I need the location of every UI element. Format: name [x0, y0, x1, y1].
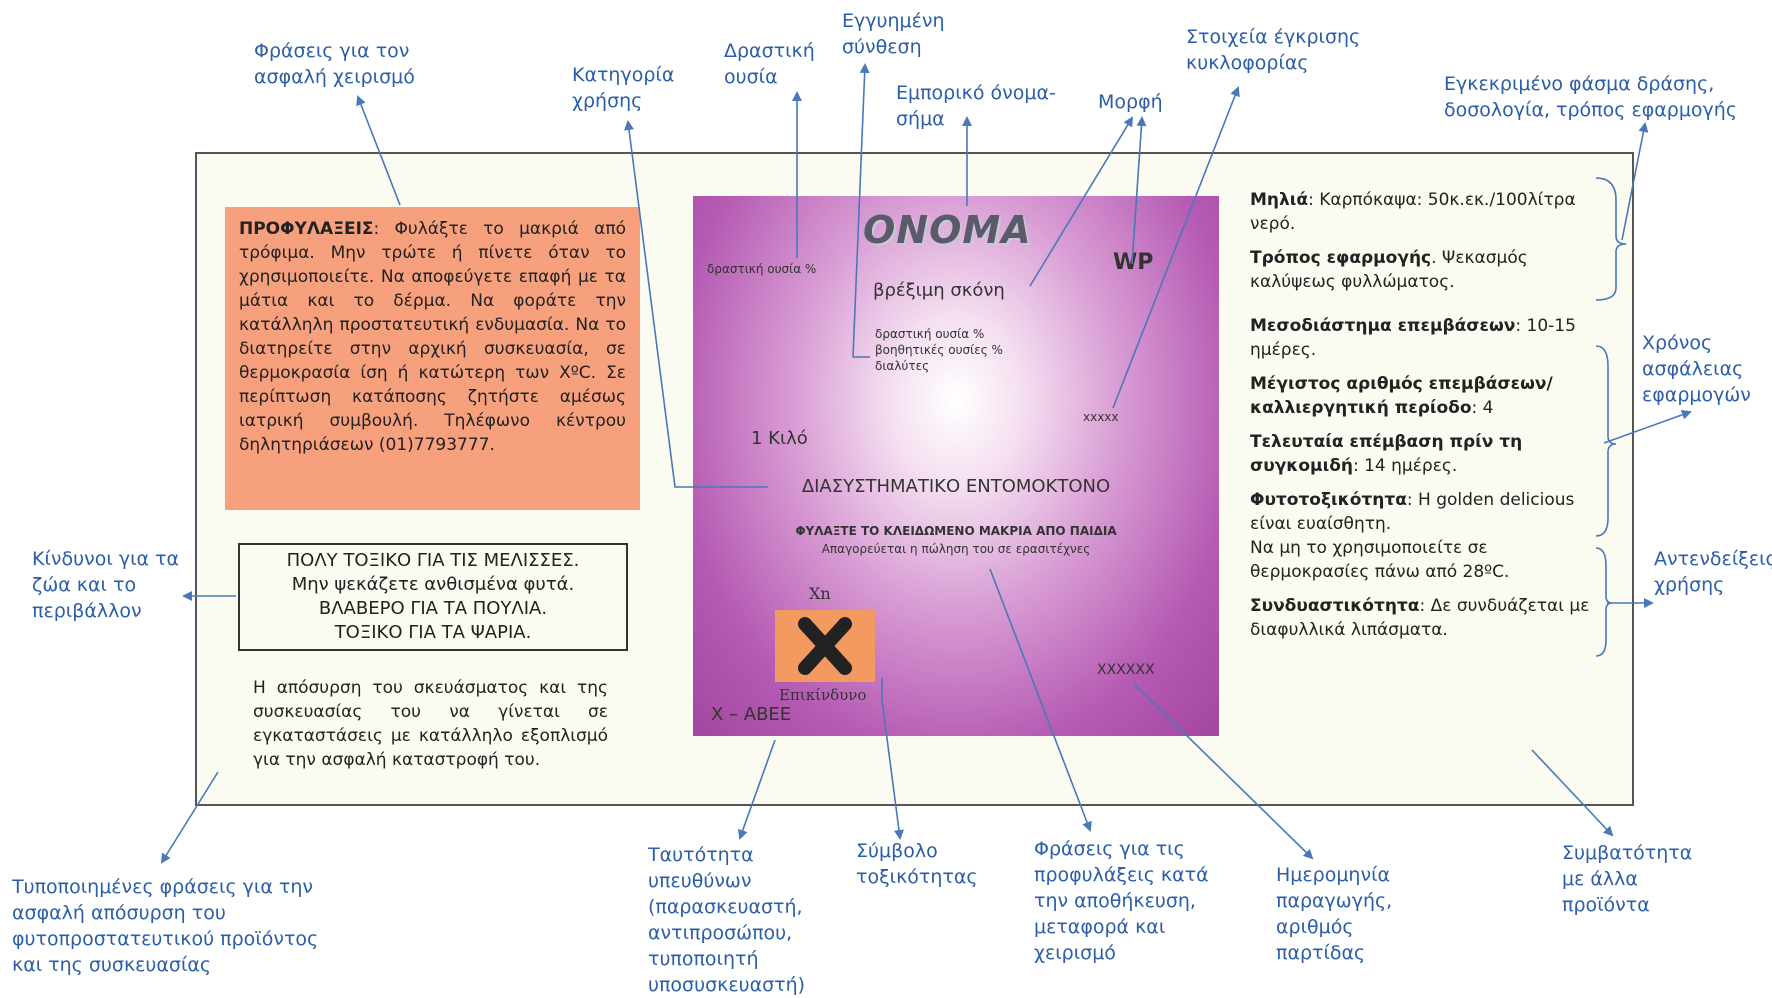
arrow-compatibility: [1531, 749, 1614, 837]
hazard-word: Επικίνδυνο: [779, 686, 867, 704]
callout-compatibility: Συμβατότητα με άλλα προϊόντα: [1562, 842, 1693, 916]
arrow-spectrum: [1621, 122, 1649, 241]
arrow-guaranteed: [852, 63, 870, 358]
harmful-symbol: [775, 610, 875, 682]
callout-trademark: Εμπορικό όνομα- σήμα: [896, 82, 1056, 130]
composition-line-3: διαλύτες: [875, 359, 930, 373]
callout-spectrum: Εγκεκριμένο φάσμα δράσης, δοσολογία, τρό…: [1444, 73, 1737, 121]
combo-text: : Δε συνδυάζεται με διαφυλλικά λιπάσματα…: [1250, 596, 1590, 640]
callout-safety-time: Χρόνος ασφάλειας εφαρμογών: [1642, 332, 1751, 406]
precautions-title: ΠΡΟΦΥΛΑΞΕΙΣ: [239, 219, 374, 239]
callout-form: Μορφή: [1098, 91, 1163, 113]
composition: δραστική ουσία % βοηθητικές ουσίες % δια…: [875, 326, 1003, 374]
callout-animals: Κίνδυνοι για τα ζώα και το περιβάλλον: [32, 548, 180, 622]
arrow-production: [1133, 683, 1314, 860]
callout-toxicity-symbol: Σύμβολο τοξικότητας: [856, 840, 978, 888]
callout-guaranteed: Εγγυημένη σύνθεση: [842, 10, 945, 58]
phyto-title: Φυτοτοξικότητα: [1250, 490, 1407, 510]
last-application: Τελευταία επέμβαση πρίν τη συγκομιδή: 14…: [1250, 430, 1595, 478]
phyto-temperature: Να μη το χρησιμοποιείτε σε θερμοκρασίες …: [1250, 538, 1510, 582]
bees-line-1: ΠΟΛΥ ΤΟΞΙΚΟ ΓΙΑ ΤΙΣ ΜΕΛΙΣΣΕΣ.: [286, 550, 580, 571]
bees-line-3: ΒΛΑΒΕΡΟ ΓΙΑ ΤΑ ΠΟΥΛΙΑ.: [318, 598, 548, 619]
last-text: : 14 ημέρες.: [1352, 456, 1458, 476]
approval-number: xxxxx: [1083, 410, 1119, 424]
product-category: ΔΙΑΣΥΣΤΗΜΑΤΙΚΟ ΕΝΤΟΜΟΚΤΟΝΟ: [801, 476, 1111, 497]
phytotoxicity: Φυτοτοξικότητα: Η golden delicious είναι…: [1250, 488, 1595, 536]
brace-safety-time: [1595, 345, 1617, 537]
arrow-form-2: [1131, 116, 1147, 265]
precautions-text: : Φυλάξτε το μακριά από τρόφιμα. Μην τρώ…: [239, 219, 626, 455]
combo-title: Συνδυαστικότητα: [1250, 596, 1420, 616]
max-applications: Μέγιστος αριθμός επεμβάσεων/καλλιεργητικ…: [1250, 372, 1595, 420]
callout-category: Κατηγορία χρήσης: [572, 64, 675, 112]
arrow-category: [624, 120, 768, 488]
callout-contraindications: Αντενδείξεις χρήσης: [1654, 548, 1772, 596]
batch-code: XXXXXX: [1097, 662, 1155, 678]
net-weight: 1 Κιλό: [751, 428, 808, 449]
crop-dosage: Μηλιά: Καρπόκαψα: 50κ.εκ./100λίτρα νερό.: [1250, 188, 1595, 236]
arrow-responsible: [737, 739, 776, 840]
form-name: βρέξιμη σκόνη: [873, 280, 1005, 301]
method-text: . Ψεκασμός καλύψεως φυλλώματος.: [1250, 248, 1528, 292]
disposal-text: Η απόσυρση του σκευάσματος και της συσκε…: [253, 678, 608, 770]
max-title: Μέγιστος αριθμός επεμβάσεων/καλλιεργητικ…: [1250, 374, 1553, 418]
callout-disposal-phrases: Τυποποιημένες φράσεις για την ασφαλή από…: [12, 876, 319, 976]
arrow-storage: [989, 568, 1092, 832]
composition-line-2: βοηθητικές ουσίες %: [875, 343, 1003, 357]
bees-line-2: Μην ψεκάζετε ανθισμένα φυτά.: [291, 574, 575, 595]
crop-text: : Καρπόκαψα: 50κ.εκ./100λίτρα νερό.: [1250, 190, 1576, 234]
arrow-disposal: [160, 771, 219, 864]
method-title: Τρόπος εφαρμογής: [1250, 248, 1432, 268]
product-label: ONOMA δραστική ουσία % βρέξιμη σκόνη WP …: [693, 196, 1219, 736]
x-cross-icon: [798, 617, 852, 675]
compatibility-note: Συνδυαστικότητα: Δε συνδυάζεται με διαφυ…: [1250, 594, 1595, 642]
environment-hazards-box: ΠΟΛΥ ΤΟΞΙΚΟ ΓΙΑ ΤΙΣ ΜΕΛΙΣΣΕΣ. Μην ψεκάζε…: [238, 543, 628, 651]
bees-line-4: ΤΟΞΙΚΟ ΓΙΑ ΤΑ ΨΑΡΙΑ.: [334, 622, 532, 643]
xn-code: Xn: [809, 584, 831, 603]
company-name: Χ – ΑΒΕΕ: [711, 704, 792, 725]
arrow-safe-handling: [356, 95, 401, 206]
brace-spectrum: [1595, 177, 1627, 301]
brace-contraindications: [1595, 547, 1613, 657]
composition-line-1: δραστική ουσία %: [875, 327, 985, 341]
last-title: Τελευταία επέμβαση πρίν τη συγκομιδή: [1250, 432, 1523, 476]
arrow-safety-time: [1603, 410, 1692, 444]
interval-title: Μεσοδιάστημα επεμβάσεων: [1250, 316, 1516, 336]
arrow-approval: [1112, 86, 1240, 409]
usage-instructions: Μηλιά: Καρπόκαψα: 50κ.εκ./100λίτρα νερό.…: [1250, 188, 1595, 652]
phyto-text-1: : Η golden delicious είναι ευαίσθητη.: [1250, 490, 1575, 534]
callout-safe-handling: Φράσεις για τον ασφαλή χειρισμό: [254, 40, 415, 88]
max-text: : 4: [1471, 398, 1494, 418]
callout-storage-phrases: Φράσεις για τις προφυλάξεις κατά την απο…: [1034, 838, 1209, 964]
arrow-toxicity: [881, 678, 904, 840]
callout-approval: Στοιχεία έγκρισης κυκλοφορίας: [1186, 26, 1361, 74]
application-interval: Μεσοδιάστημα επεμβάσεων: 10-15 ημέρες.: [1250, 314, 1595, 362]
callout-responsible: Ταυτότητα υπευθύνων (παρασκευαστή, αντιπ…: [648, 844, 806, 996]
callout-active: Δραστική ουσία: [724, 40, 815, 88]
application-method: Τρόπος εφαρμογής. Ψεκασμός καλύψεως φυλλ…: [1250, 246, 1595, 294]
crop-title: Μηλιά: [1250, 190, 1309, 210]
arrow-form-1: [1029, 116, 1134, 287]
amateur-sale-warning: Απαγορεύεται η πώληση του σε ερασιτέχνες: [821, 542, 1091, 556]
children-warning: ΦΥΛΑΞΤΕ ΤΟ ΚΛΕΙΔΩΜΕΝΟ ΜΑΚΡΙΑ ΑΠΟ ΠΑΙΔΙΑ: [795, 524, 1117, 538]
callout-production-date: Ημερομηνία παραγωγής, αριθμός παρτίδας: [1276, 864, 1393, 964]
brand-name: ONOMA: [863, 208, 1032, 252]
precautions-box: ΠΡΟΦΥΛΑΞΕΙΣ: Φυλάξτε το μακριά από τρόφι…: [225, 207, 640, 510]
active-percent: δραστική ουσία %: [707, 262, 817, 276]
interval-text: : 10-15 ημέρες.: [1250, 316, 1576, 360]
